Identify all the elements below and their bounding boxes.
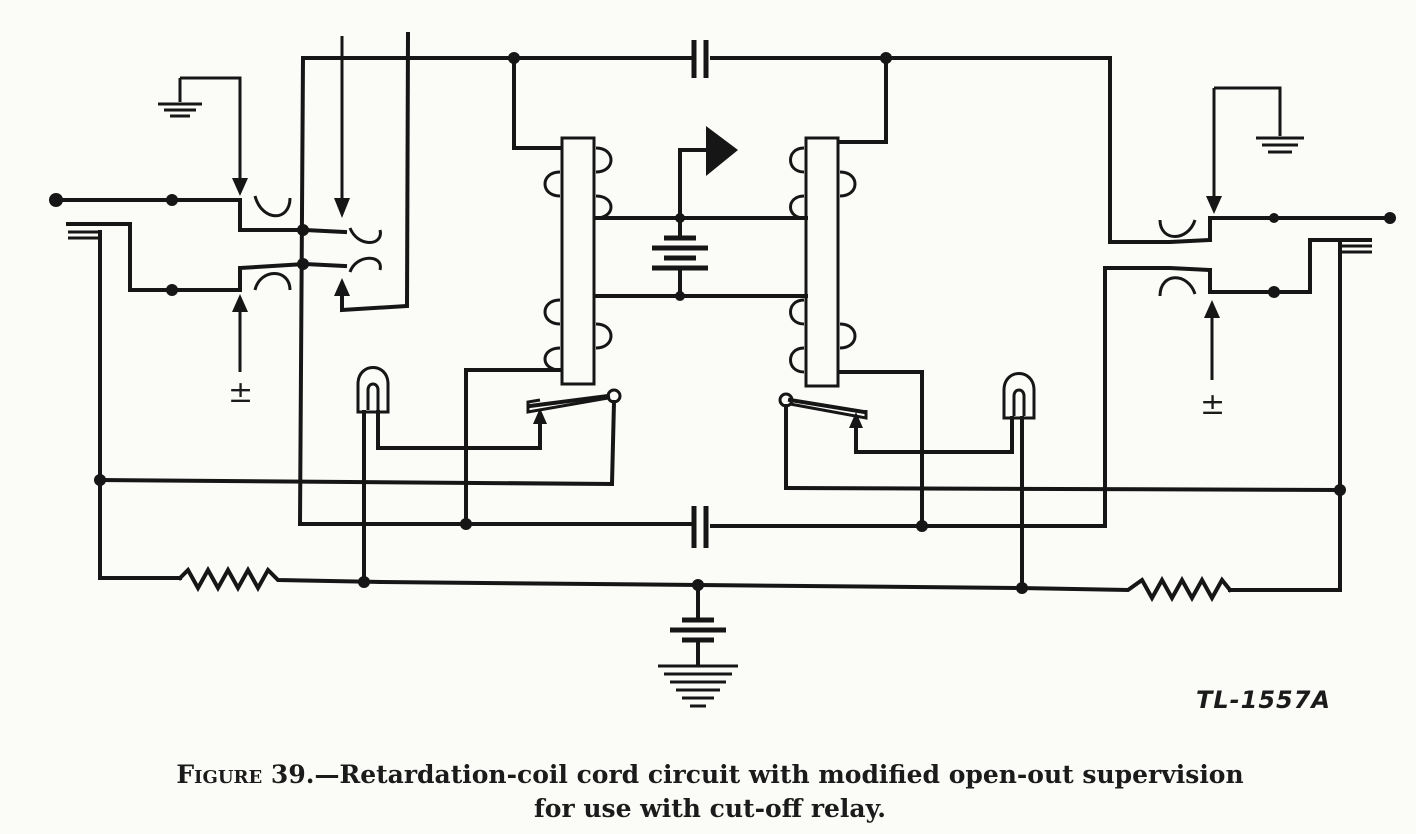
bottom-battery-ground <box>658 583 738 708</box>
right-retardation-coil <box>778 56 928 532</box>
right-plus-minus: ± <box>1200 387 1226 422</box>
caption-figure-number: Figure 39. <box>176 760 315 789</box>
left-ground <box>158 76 248 196</box>
center-bridge <box>594 126 808 301</box>
caption-line-1: —Retardation-coil cord circuit with modi… <box>314 760 1244 789</box>
right-sleeve-line <box>1228 240 1342 592</box>
left-jack-springs <box>49 193 382 296</box>
left-retardation-coil <box>460 56 622 530</box>
left-resistor <box>177 565 383 593</box>
right-ground <box>1206 86 1304 214</box>
figure-reference-code: TL-1557A <box>1196 686 1331 714</box>
left-sleeve-line <box>98 230 182 580</box>
right-resistor <box>1019 575 1233 603</box>
right-ring-vertical <box>1103 266 1213 528</box>
right-supervisory-lamp <box>849 372 1036 590</box>
right-jack-springs <box>1158 212 1396 298</box>
left-supervisory-lamp <box>356 366 547 584</box>
left-ring-vertical <box>340 31 411 313</box>
middle-rail <box>97 477 615 487</box>
left-plus-minus: ± <box>228 375 254 410</box>
bottom-capacitor-line <box>298 506 1107 548</box>
caption-line-2: for use with cut-off relay. <box>534 794 886 823</box>
left-tip-vertical <box>297 55 306 527</box>
top-capacitor-line <box>301 40 1112 78</box>
figure-caption: Figure 39.—Retardation-coil cord circuit… <box>60 758 1360 826</box>
right-tip-vertical <box>1108 56 1213 244</box>
